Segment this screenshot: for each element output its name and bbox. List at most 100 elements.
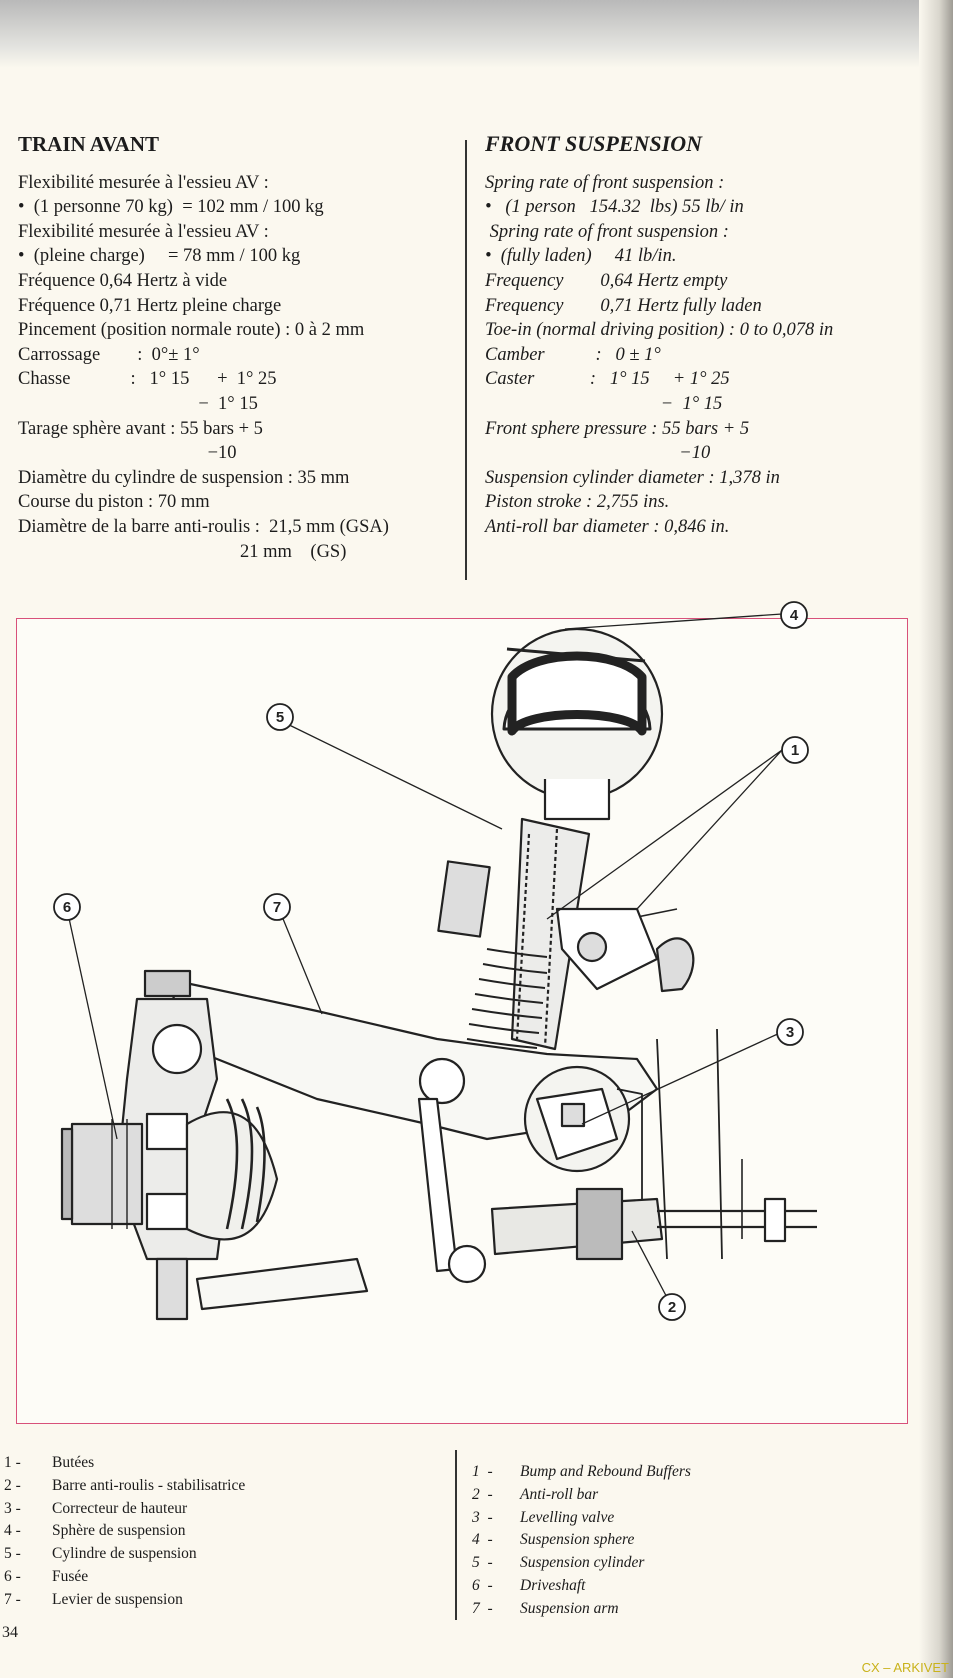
- legend-item: 2 - Barre anti-roulis - stabilisatrice: [4, 1475, 245, 1498]
- english-line: Toe-in (normal driving position) : 0 to …: [485, 320, 834, 341]
- french-legend: 1 - Butées 2 - Barre anti-roulis - stabili…: [4, 1452, 245, 1612]
- english-legend: 1 - Bump and Rebound Buffers 2 - Anti-roll…: [472, 1461, 691, 1621]
- legend-label: Suspension sphere: [520, 1531, 635, 1549]
- french-line: Flexibilité mesurée à l'essieu AV :: [18, 221, 269, 242]
- legend-number: 2 -: [472, 1485, 493, 1503]
- callout-7: 7: [263, 893, 291, 921]
- english-line: • (1 person 154.32 lbs) 55 lb/ in: [485, 197, 744, 218]
- english-line: Camber : 0 ± 1°: [485, 344, 661, 365]
- levelling-valve-drawing: [523, 1028, 723, 1260]
- english-line: Caster : 1° 15 + 1° 25: [485, 369, 730, 390]
- legend-divider: [455, 1450, 457, 1620]
- legend-label: Levelling valve: [520, 1508, 615, 1526]
- french-line: Diamètre de la barre anti-roulis : 21,5 …: [18, 516, 389, 537]
- legend-label: Correcteur de hauteur: [52, 1499, 188, 1517]
- french-line: Flexibilité mesurée à l'essieu AV :: [18, 172, 269, 193]
- driveshaft-drawing: [185, 1098, 369, 1311]
- french-line: Tarage sphère avant : 55 bars + 5: [18, 418, 263, 439]
- legend-label: Butées: [52, 1454, 95, 1471]
- legend-label: Anti-roll bar: [520, 1485, 599, 1503]
- legend-label: Cylindre de suspension: [52, 1545, 197, 1563]
- legend-label: Levier de suspension: [52, 1590, 183, 1608]
- english-line: Front sphere pressure : 55 bars + 5: [485, 418, 750, 439]
- bump-buffer-drawing: [555, 907, 695, 993]
- legend-number: 5 -: [472, 1554, 493, 1572]
- suspension-sphere-drawing: [490, 627, 664, 821]
- callout-5: 5: [266, 703, 294, 731]
- callout-label: 3: [786, 1024, 794, 1041]
- callout-2: 2: [658, 1293, 686, 1321]
- legend-item: 1 - Bump and Rebound Buffers: [472, 1461, 691, 1484]
- legend-number: 6 -: [472, 1576, 493, 1594]
- front-suspension-drawing: 1 2 3 4 5 6 7: [53, 601, 817, 1321]
- french-line: Course du piston : 70 mm: [18, 492, 210, 513]
- anti-roll-bar-drawing: [417, 1097, 817, 1284]
- legend-item: 6 -Fusée: [4, 1566, 245, 1589]
- french-line: −10: [18, 443, 237, 464]
- french-line: Carrossage : 0°± 1°: [18, 344, 200, 365]
- page-number: 34: [2, 1624, 18, 1641]
- english-line: Suspension cylinder diameter : 1,378 in: [485, 467, 780, 488]
- callout-6: 6: [53, 893, 81, 921]
- french-spec-column: TRAIN AVANT Flexibilité mesurée à l'essi…: [18, 132, 443, 564]
- english-line: − 1° 15: [485, 393, 723, 414]
- callout-label: 2: [668, 1299, 676, 1316]
- scan-right-edge: [919, 0, 953, 1678]
- callout-label: 7: [273, 899, 281, 916]
- english-title: FRONT SUSPENSION: [485, 131, 702, 156]
- rubber-boot-drawing: [466, 948, 548, 1063]
- callout-1: 1: [781, 736, 809, 764]
- legend-number: 6 -: [4, 1567, 21, 1585]
- legend-number: 7 -: [4, 1590, 21, 1608]
- column-divider: [465, 140, 467, 580]
- french-line: Fréquence 0,71 Hertz pleine charge: [18, 295, 282, 316]
- legend-number: 3 -: [472, 1508, 493, 1526]
- english-line: Frequency 0,71 Hertz fully laden: [485, 295, 762, 316]
- english-line: Frequency 0,64 Hertz empty: [485, 270, 728, 291]
- legend-label: Suspension arm: [520, 1599, 619, 1617]
- french-line: • (pleine charge) = 78 mm / 100 kg: [18, 246, 301, 267]
- french-line: Pincement (position normale route) : 0 à…: [18, 320, 365, 341]
- french-title: TRAIN AVANT: [18, 132, 160, 156]
- legend-item: 7 - Levier de suspension: [4, 1589, 245, 1612]
- callout-label: 4: [790, 607, 799, 624]
- callout-4: 4: [780, 601, 808, 629]
- english-spec-column: FRONT SUSPENSION Spring rate of front su…: [485, 131, 925, 540]
- legend-item: 3 -Correcteur de hauteur: [4, 1498, 245, 1521]
- french-line: Diamètre du cylindre de suspension : 35 …: [18, 467, 350, 488]
- french-line: Chasse : 1° 15 + 1° 25: [18, 369, 277, 390]
- french-line: 21 mm (GS): [18, 541, 347, 562]
- legend-number: 4 -: [472, 1531, 493, 1549]
- legend-number: 7 -: [472, 1599, 493, 1617]
- legend-label: Barre anti-roulis - stabilisatrice: [52, 1476, 246, 1494]
- legend-number: 4 -: [4, 1522, 21, 1540]
- french-line: Fréquence 0,64 Hertz à vide: [18, 270, 228, 291]
- legend-number: 2 -: [4, 1476, 21, 1494]
- suspension-diagram-frame: 1 2 3 4 5 6 7: [16, 601, 908, 1424]
- callout-label: 5: [276, 709, 284, 726]
- legend-number: 1 -: [472, 1463, 493, 1480]
- french-line: • (1 personne 70 kg) = 102 mm / 100 kg: [18, 197, 324, 218]
- legend-item: 4 - Sphère de suspension: [4, 1520, 245, 1543]
- scan-top-shadow: [0, 0, 953, 68]
- legend-label: Sphère de suspension: [52, 1522, 186, 1540]
- english-line: Spring rate of front suspension :: [485, 221, 729, 242]
- callout-label: 1: [791, 742, 799, 759]
- legend-item: 7 - Suspension arm: [472, 1598, 691, 1621]
- legend-item: 3 - Levelling valve: [472, 1507, 691, 1530]
- legend-number: 1 -: [4, 1454, 21, 1471]
- english-line: Spring rate of front suspension :: [485, 172, 725, 193]
- legend-label: Suspension cylinder: [520, 1554, 645, 1572]
- callout-3: 3: [776, 1018, 804, 1046]
- english-line: Piston stroke : 2,755 ins.: [485, 492, 670, 513]
- legend-item: 5 - Suspension cylinder: [472, 1552, 691, 1575]
- watermark: CX – ARKIVET: [861, 1660, 949, 1675]
- english-line: • (fully laden) 41 lb/in.: [485, 246, 677, 267]
- legend-number: 5 -: [4, 1545, 21, 1563]
- legend-label: Driveshaft: [520, 1576, 586, 1594]
- legend-label: Bump and Rebound Buffers: [520, 1463, 691, 1480]
- english-line: −10: [485, 443, 711, 464]
- callout-label: 6: [63, 899, 71, 916]
- french-line: − 1° 15: [18, 393, 258, 414]
- legend-item: 6 - Driveshaft: [472, 1575, 691, 1598]
